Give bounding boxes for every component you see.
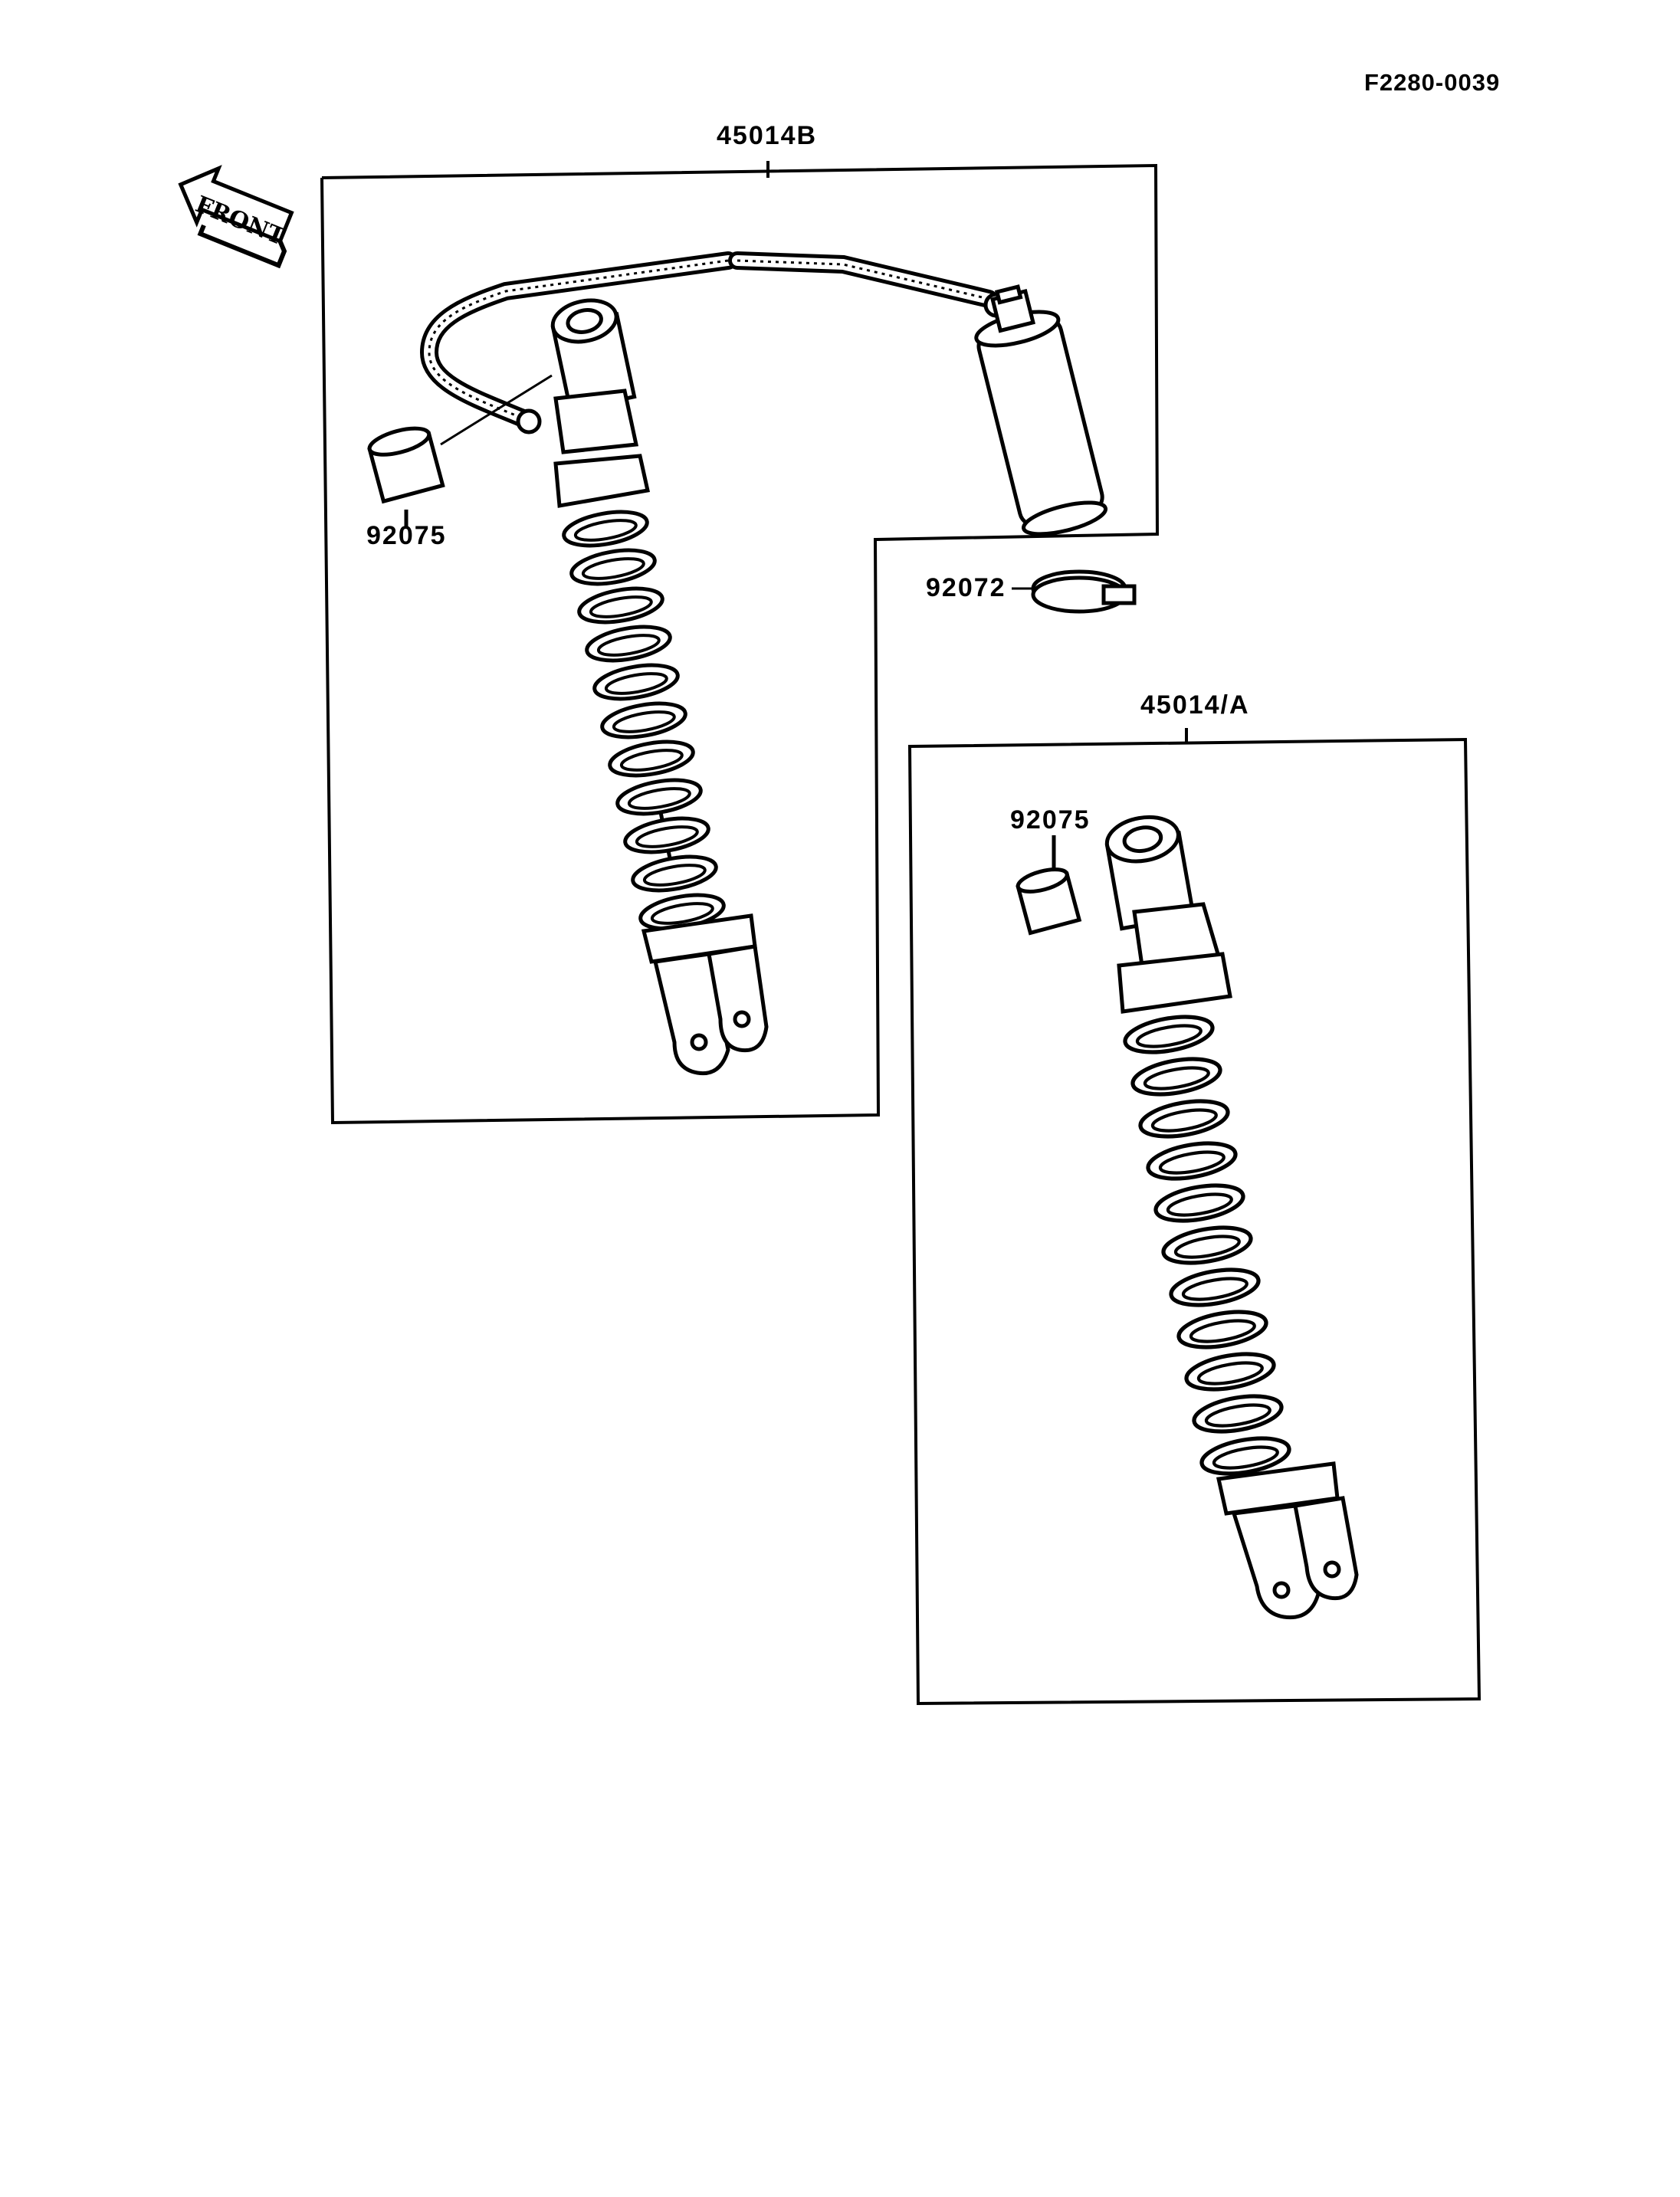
drawing-code: F2280-0039 — [1364, 69, 1501, 96]
part-number-45014b: 45014B — [717, 121, 818, 150]
front-arrow-icon — [178, 165, 294, 269]
collar-icon — [367, 374, 553, 529]
part-number-45014a: 45014/A — [1140, 690, 1250, 720]
shock-absorber-icon — [1104, 815, 1359, 1620]
callout-92072: 92072 — [926, 573, 1006, 602]
collar-icon — [1016, 835, 1082, 936]
assembly-frame-45014b — [320, 161, 1160, 1125]
hose-icon — [419, 251, 1009, 434]
callout-92075-lower: 92075 — [1010, 805, 1091, 835]
clamp-icon — [1012, 569, 1137, 614]
reservoir-icon — [974, 284, 1108, 536]
assembly-frame-45014a — [907, 728, 1481, 1706]
shock-absorber-icon — [550, 298, 769, 1076]
callout-92075-upper: 92075 — [366, 521, 447, 550]
